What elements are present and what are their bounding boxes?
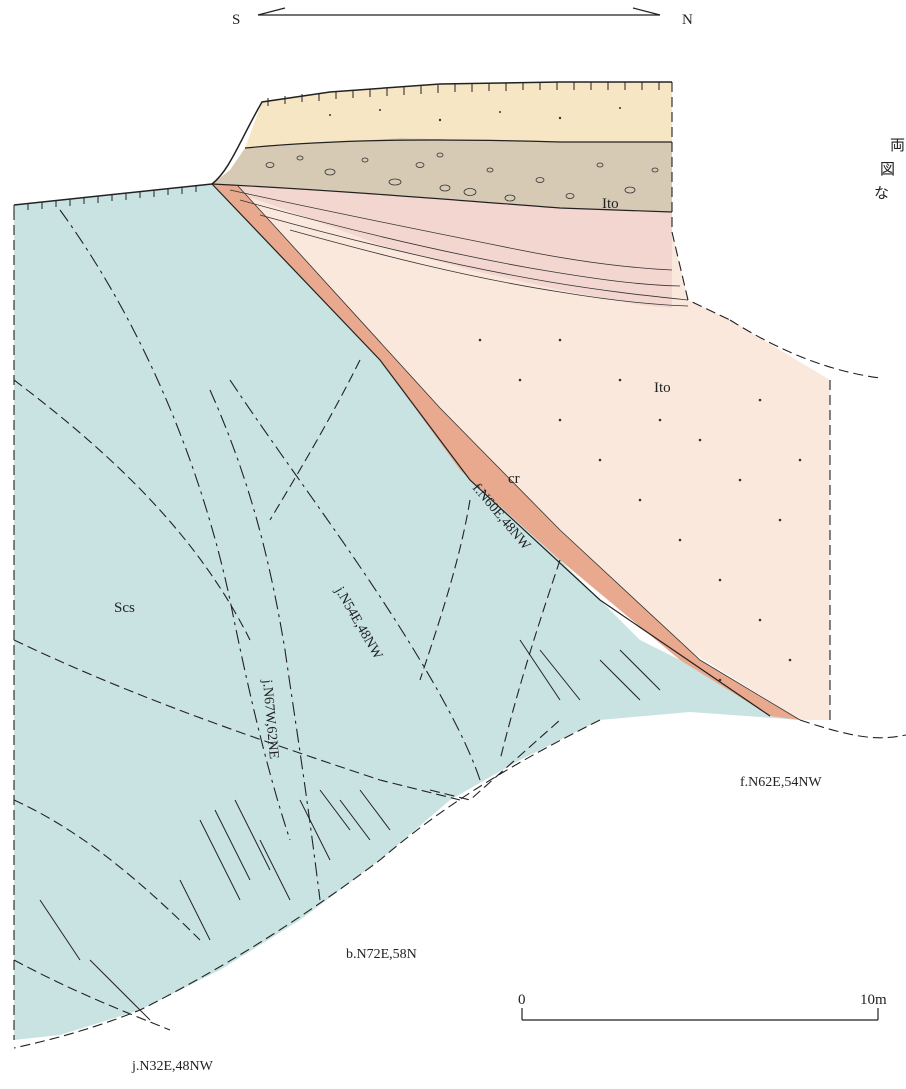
direction-south-label: S <box>232 12 240 28</box>
unit-label-ito-upper: Ito <box>602 196 619 212</box>
scale-label-max: 10m <box>860 992 887 1008</box>
bedding-line-6 <box>289 229 689 307</box>
joint-line-e <box>13 639 461 801</box>
bedding-line-2 <box>211 183 673 213</box>
cliff-edge-right <box>671 82 731 321</box>
unit-label-scs: Scs <box>114 600 135 616</box>
ground-ticks-left <box>13 185 197 212</box>
bedding-line-3 <box>229 189 673 271</box>
ito-lower-body <box>212 175 830 720</box>
label-joint-2: j.N67W,62NE <box>259 678 281 760</box>
direction-arrow-head-left <box>257 7 286 16</box>
joint-line-a <box>59 209 291 841</box>
unit-label-cr: cr <box>508 471 520 487</box>
top-sand-layer <box>245 82 672 148</box>
ground-line-mid <box>429 719 561 801</box>
label-fault-lower: f.N62E,54NW <box>740 775 822 790</box>
side-text-3: な <box>874 185 889 202</box>
joint-line-h <box>499 559 561 761</box>
joint-line-b <box>209 389 321 901</box>
joint-line-f <box>13 799 201 941</box>
label-bedding: b.N72E,58N <box>346 947 417 962</box>
ground-line-right <box>799 719 906 739</box>
schist-scs-body <box>14 184 800 1040</box>
ground-ticks-top <box>267 82 660 106</box>
direction-north-label: N <box>682 12 693 28</box>
scale-label-zero: 0 <box>518 992 526 1008</box>
slope-line-right <box>729 319 881 379</box>
ground-line-base <box>13 719 601 1049</box>
schist-cleavage-hatches <box>39 639 661 1021</box>
pebble-texture <box>265 152 659 202</box>
breccia-cr-zone <box>212 184 800 720</box>
conglomerate-layer <box>212 138 672 212</box>
ground-surface-left <box>13 183 213 206</box>
joint-line-j <box>269 359 361 521</box>
joint-line-c <box>229 379 481 781</box>
side-text-2: 図 <box>880 161 895 178</box>
sand-dot-texture <box>329 107 802 682</box>
joint-line-g <box>13 959 171 1031</box>
joint-line-d <box>13 379 251 641</box>
bedding-line-1 <box>244 139 672 149</box>
side-text: 両 図 な <box>874 138 905 202</box>
bedding-line-4 <box>239 199 681 287</box>
direction-indicator: S N <box>232 7 693 28</box>
joint-line-i <box>419 499 471 681</box>
side-text-1: 両 <box>890 138 905 154</box>
fault-trace-upper <box>237 185 801 721</box>
bedding-line-5 <box>259 214 689 301</box>
ito-pink-layers <box>212 184 672 308</box>
ground-surface-top <box>211 81 672 185</box>
scale-bar: 0 10m <box>518 992 887 1021</box>
fault-trace-lower <box>211 183 771 717</box>
unit-label-ito-lower: Ito <box>654 380 671 396</box>
direction-arrow-head-right <box>632 7 661 16</box>
label-joint-3: j.N32E,48NW <box>131 1059 214 1074</box>
